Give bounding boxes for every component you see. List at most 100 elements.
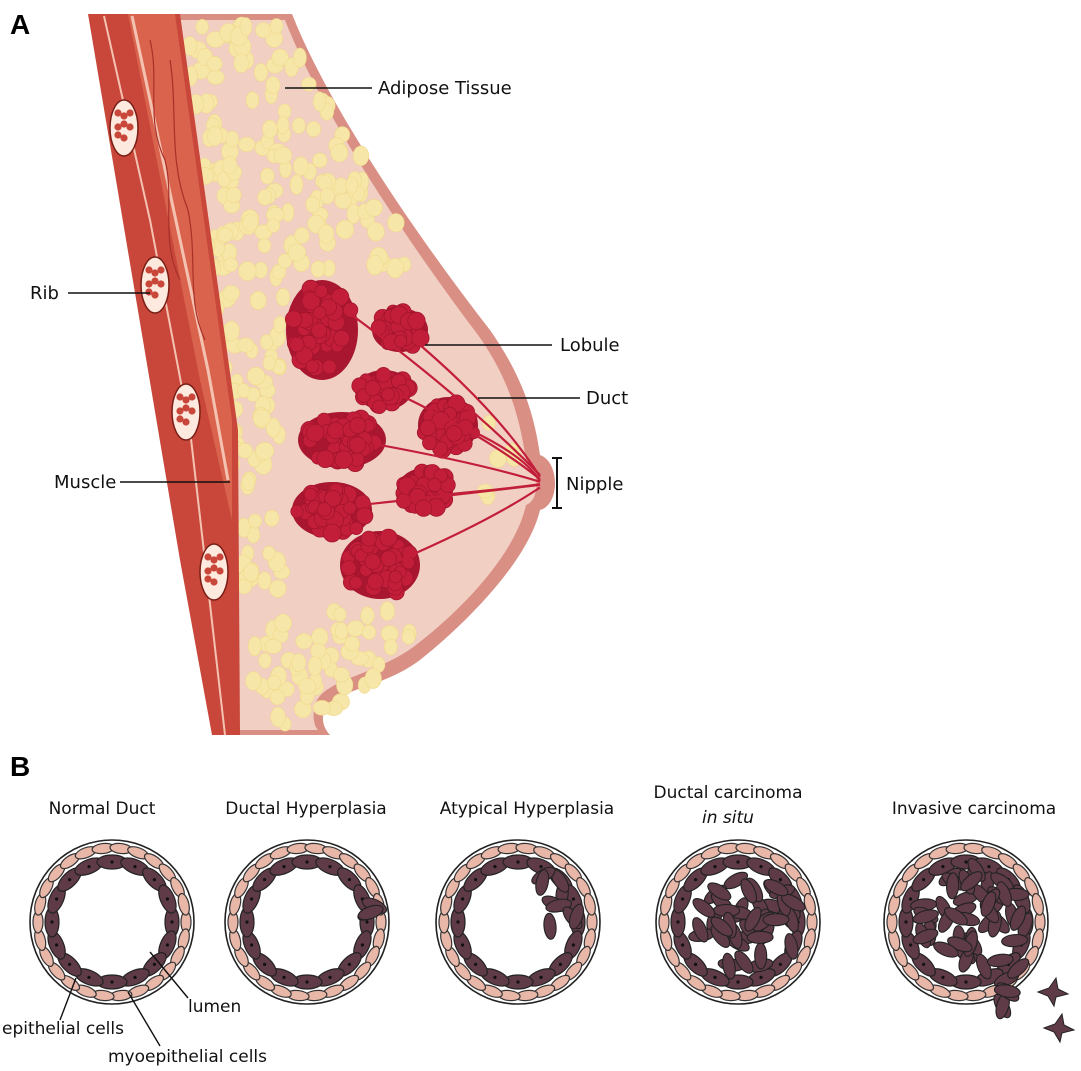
lobule-acinus bbox=[380, 529, 397, 546]
fat-globule bbox=[246, 672, 262, 691]
duct-hyperplasia bbox=[225, 840, 389, 1004]
cell-nucleus bbox=[55, 897, 58, 900]
rib-marrow-dot bbox=[151, 291, 158, 298]
cell-nucleus bbox=[964, 980, 967, 983]
cell-nucleus bbox=[133, 865, 136, 868]
cell-nucleus bbox=[713, 976, 716, 979]
cell-nucleus bbox=[305, 860, 308, 863]
cell-nucleus bbox=[153, 963, 156, 966]
rib-marrow-dot bbox=[126, 109, 133, 116]
rib-marrow-dot bbox=[120, 134, 127, 141]
fat-globule bbox=[380, 602, 394, 621]
fat-globule bbox=[207, 126, 222, 146]
lobule-acinus bbox=[349, 576, 362, 589]
lobule-acinus bbox=[361, 531, 376, 546]
cell-nucleus bbox=[365, 920, 368, 923]
rib-marrow-dot bbox=[188, 393, 195, 400]
fat-globule bbox=[277, 116, 289, 134]
fat-globule bbox=[298, 679, 316, 694]
fat-globule bbox=[275, 614, 292, 632]
fat-globule bbox=[238, 383, 250, 397]
proliferating-cell bbox=[747, 931, 773, 943]
cell-nucleus bbox=[68, 878, 71, 881]
lobule-acinus bbox=[317, 450, 334, 467]
stage-titles: Normal Duct Ductal Hyperplasia Atypical … bbox=[49, 783, 1057, 828]
cell-nucleus bbox=[133, 976, 136, 979]
fat-globule bbox=[306, 196, 320, 212]
lobule-acinus bbox=[412, 329, 429, 346]
cell-nucleus bbox=[493, 976, 496, 979]
fat-globule bbox=[207, 70, 224, 84]
fat-globule bbox=[258, 572, 271, 590]
rib-marrow-dot bbox=[157, 266, 164, 273]
fat-globule bbox=[263, 120, 278, 138]
fat-globule bbox=[249, 514, 262, 528]
stage-title-normal: Normal Duct bbox=[49, 799, 156, 819]
invading-cell bbox=[1038, 978, 1068, 1006]
fat-globule bbox=[334, 608, 346, 622]
fat-globule bbox=[320, 188, 334, 204]
fat-globule bbox=[250, 291, 266, 309]
cell-nucleus bbox=[493, 865, 496, 868]
fat-globule bbox=[270, 690, 285, 705]
lobule-acinus bbox=[323, 524, 341, 542]
fat-globule bbox=[240, 18, 252, 36]
cell-nucleus bbox=[263, 963, 266, 966]
myoepithelial-leader bbox=[128, 992, 160, 1046]
fat-globule bbox=[313, 153, 327, 167]
fat-globule bbox=[293, 157, 308, 176]
cell-nucleus bbox=[694, 963, 697, 966]
cell-nucleus bbox=[166, 897, 169, 900]
cell-nucleus bbox=[328, 976, 331, 979]
lobule-acinus bbox=[291, 505, 303, 517]
cell-nucleus bbox=[328, 865, 331, 868]
fat-globule bbox=[388, 214, 405, 232]
cell-nucleus bbox=[282, 976, 285, 979]
fat-globule bbox=[318, 175, 332, 190]
cell-nucleus bbox=[922, 963, 925, 966]
cell-nucleus bbox=[50, 920, 53, 923]
fat-globule bbox=[311, 261, 325, 278]
rib-cross-section bbox=[200, 544, 228, 600]
cell-nucleus bbox=[909, 943, 912, 946]
duct-invasive bbox=[884, 840, 1048, 1020]
lobule-acinus bbox=[335, 451, 353, 469]
cell-nucleus bbox=[559, 963, 562, 966]
cell-nucleus bbox=[941, 865, 944, 868]
fat-globule bbox=[218, 228, 233, 243]
label-lumen: lumen bbox=[188, 997, 241, 1017]
lobule-acinus bbox=[365, 381, 380, 396]
cell-nucleus bbox=[572, 897, 575, 900]
rib-marrow-dot bbox=[210, 578, 217, 585]
fat-globule bbox=[335, 623, 348, 640]
rib-marrow-dot bbox=[126, 123, 133, 130]
fat-globule bbox=[243, 214, 259, 231]
duct-progression bbox=[30, 840, 1074, 1042]
fat-globule bbox=[223, 286, 240, 302]
lobule-acinus bbox=[328, 422, 345, 439]
cell-nucleus bbox=[759, 865, 762, 868]
rib-marrow-dot bbox=[216, 553, 223, 560]
cell-nucleus bbox=[166, 943, 169, 946]
lobule-acinus bbox=[446, 426, 462, 442]
cell-nucleus bbox=[87, 976, 90, 979]
fat-globule bbox=[242, 474, 255, 491]
rib-marrow-dot bbox=[216, 567, 223, 574]
lobule-acinus bbox=[371, 320, 386, 335]
lobule-acinus bbox=[341, 561, 356, 576]
cell-nucleus bbox=[348, 878, 351, 881]
fat-globule bbox=[292, 654, 306, 672]
fat-globule bbox=[237, 444, 253, 459]
fat-globule bbox=[292, 118, 305, 134]
label-duct: Duct bbox=[586, 388, 628, 409]
invading-cell bbox=[1044, 1014, 1074, 1042]
cell-nucleus bbox=[282, 865, 285, 868]
rib-cross-section bbox=[110, 100, 138, 156]
fat-globule bbox=[365, 669, 381, 689]
stage-title-atypical: Atypical Hyperplasia bbox=[440, 799, 614, 819]
cell-nucleus bbox=[474, 963, 477, 966]
lobule-acinus bbox=[420, 420, 436, 436]
fat-globule bbox=[256, 442, 274, 459]
cell-nucleus bbox=[941, 976, 944, 979]
